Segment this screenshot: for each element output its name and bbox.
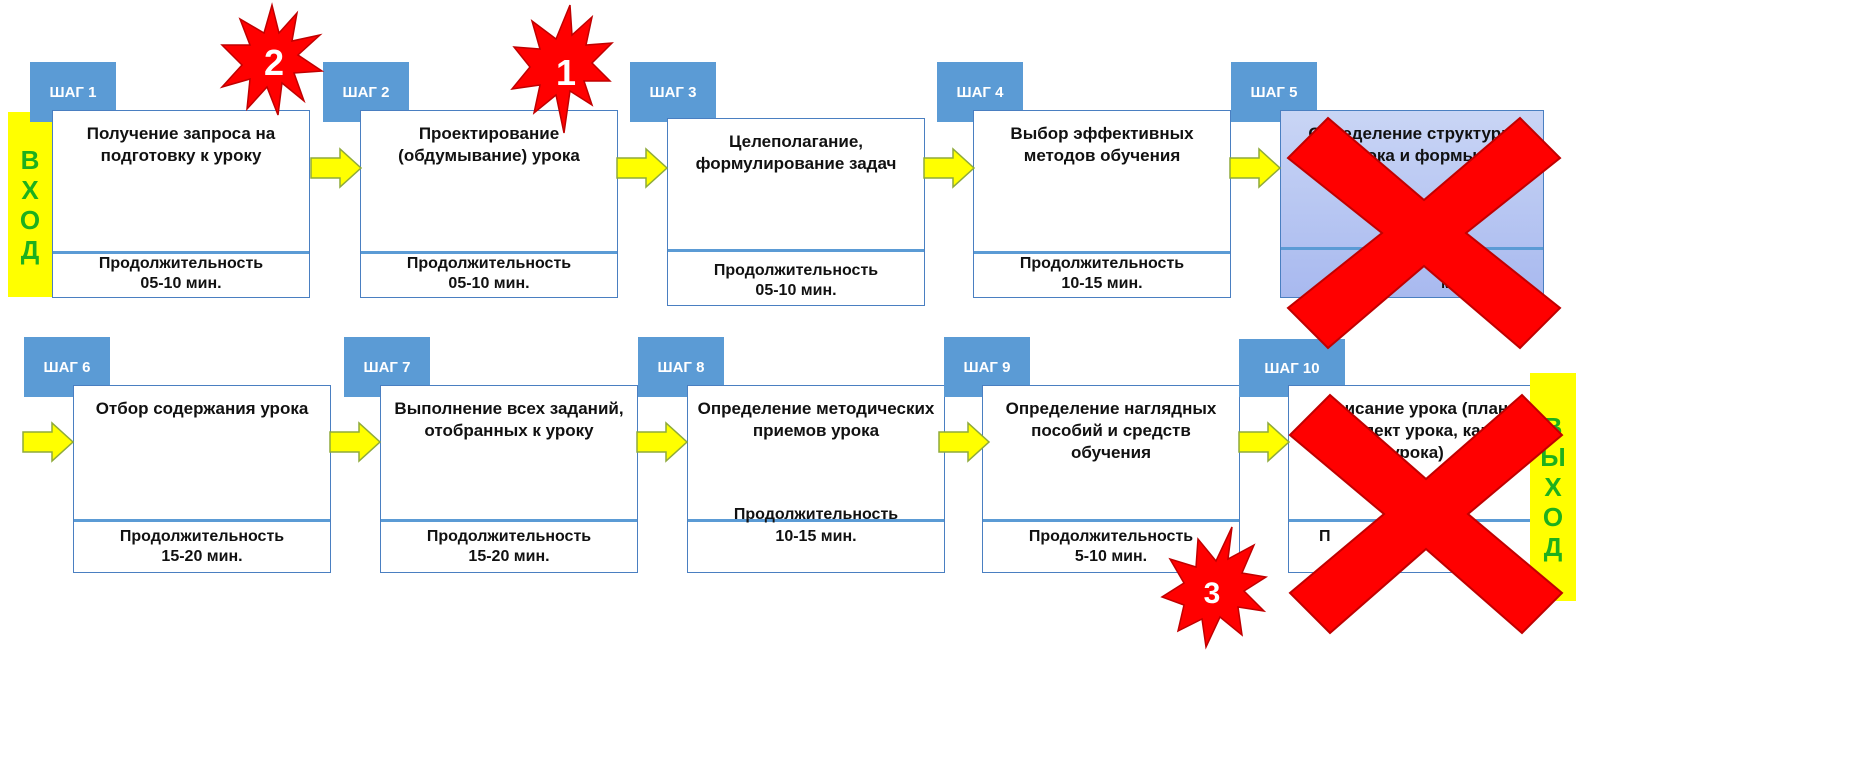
step-3-duration-label: Продолжительность — [713, 262, 879, 279]
step-1-divider — [53, 251, 309, 254]
cross-step10-icon — [1288, 393, 1564, 635]
step-7-duration-label: Продолжительность — [426, 528, 592, 545]
arrow-step8-step9 — [938, 421, 991, 463]
arrow-step7-step8 — [636, 421, 689, 463]
step-3-divider — [668, 249, 924, 252]
star-3-number: 3 — [1204, 577, 1221, 610]
step-4-title: Выбор эффективных методов обучения — [1010, 124, 1194, 165]
step-4-divider — [974, 251, 1230, 254]
step-2-divider — [361, 251, 617, 254]
entry-letter: Х — [21, 174, 39, 205]
step-2-duration: 05-10 мин. — [448, 275, 530, 292]
step-1-duration: 05-10 мин. — [140, 275, 222, 292]
exit-letter: Х — [1544, 472, 1562, 502]
step-2-duration-label: Продолжительность — [406, 255, 572, 272]
step-1-duration-label: Продолжительность — [98, 255, 264, 272]
step-6-box: Отбор содержания урока Продолжительность… — [73, 385, 331, 573]
exit-letter: Д — [1543, 532, 1563, 562]
step-8-duration-label: Продолжительность — [733, 506, 899, 523]
star-1-icon: 1 — [510, 4, 614, 134]
arrow-step4-step5 — [1229, 147, 1282, 189]
step-9-divider — [983, 519, 1239, 522]
arrow-into-step6 — [22, 421, 75, 463]
step-9-title: Определение наглядных пособий и средств … — [1005, 399, 1217, 462]
step-8-title: Определение методических приемов урока — [697, 399, 935, 440]
arrow-step2-step3 — [616, 147, 669, 189]
step-1-title: Получение запроса на подготовку к уроку — [86, 124, 276, 165]
step-8-divider — [688, 519, 944, 522]
step-3-box: Целеполагание, формулирование задач Прод… — [667, 118, 925, 306]
step-7-box: Выполнение всех заданий, отобранных к ур… — [380, 385, 638, 573]
step-1-box: Получение запроса на подготовку к уроку … — [52, 110, 310, 298]
step-6-divider — [74, 519, 330, 522]
step-6-duration: 15-20 мин. — [161, 548, 243, 565]
star-3-icon: 3 — [1160, 526, 1269, 650]
entry-letter: Д — [20, 234, 40, 265]
step-8-duration: 10-15 мин. — [775, 528, 857, 545]
entry-label: В Х О Д — [8, 112, 52, 297]
step-6-title: Отбор содержания урока — [95, 399, 309, 418]
arrow-step9-step10 — [1238, 421, 1291, 463]
exit-letter: О — [1542, 502, 1564, 532]
step-8-box: Определение методических приемов урока П… — [687, 385, 945, 573]
star-1-number: 1 — [556, 52, 576, 93]
step-9-duration: 5-10 мин. — [1074, 548, 1148, 565]
entry-letter: О — [19, 204, 41, 235]
step-4-duration: 10-15 мин. — [1061, 275, 1143, 292]
star-2-icon: 2 — [219, 2, 325, 116]
step-2-title: Проектирование (обдумывание) урока — [398, 124, 580, 165]
step-6-duration-label: Продолжительность — [119, 528, 285, 545]
cross-step5-icon — [1286, 116, 1562, 350]
step-10-duration-label: П — [1319, 528, 1331, 545]
step-3-tag: ШАГ 3 — [630, 62, 716, 122]
step-2-box: Проектирование (обдумывание) урока Продо… — [360, 110, 618, 298]
arrow-step3-step4 — [923, 147, 976, 189]
step-7-divider — [381, 519, 637, 522]
step-9-duration-label: Продолжительность — [1028, 528, 1194, 545]
entry-letter: В — [20, 144, 40, 175]
arrow-step6-step7 — [329, 421, 382, 463]
arrow-step1-step2 — [310, 147, 363, 189]
step-3-title: Целеполагание, формулирование задач — [695, 132, 897, 173]
star-2-number: 2 — [264, 42, 284, 83]
step-9-box: Определение наглядных пособий и средств … — [982, 385, 1240, 573]
step-7-duration: 15-20 мин. — [468, 548, 550, 565]
step-5-title: Определение структуры урока и формы — [1308, 124, 1516, 165]
step-4-box: Выбор эффективных методов обучения Продо… — [973, 110, 1231, 298]
step-3-duration: 05-10 мин. — [755, 282, 837, 299]
step-4-duration-label: Продолжительность — [1019, 255, 1185, 272]
step-7-title: Выполнение всех заданий, отобранных к ур… — [394, 399, 624, 440]
